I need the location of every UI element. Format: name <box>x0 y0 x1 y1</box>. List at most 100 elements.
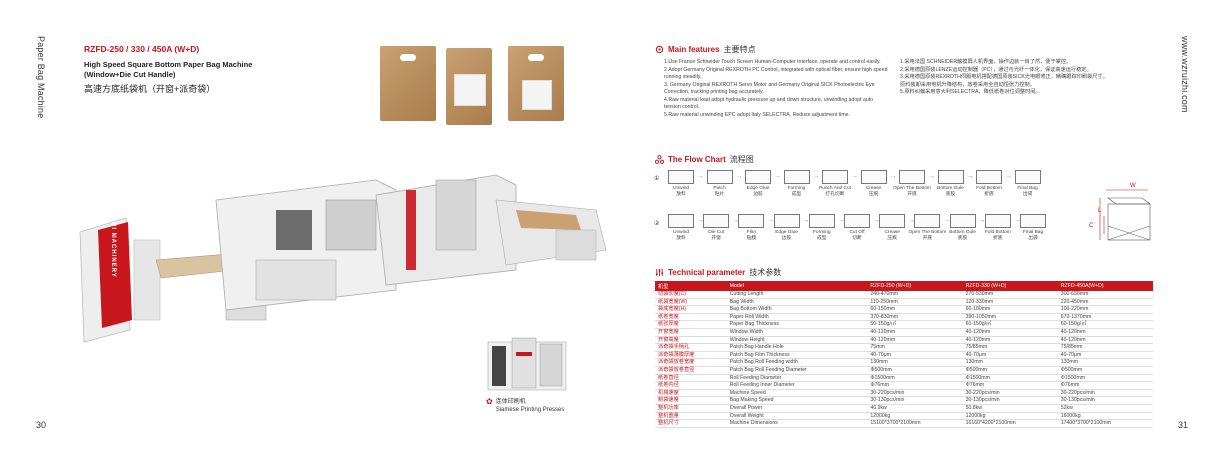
table-cell: 40-70μm <box>1057 351 1153 360</box>
flow-step-label-cn: 成型 <box>816 236 827 241</box>
vertical-section-label: Paper Bag Machine <box>36 36 46 119</box>
flow-arrow-icon: → <box>802 217 810 224</box>
table-cell: 40-120mm <box>962 336 1058 345</box>
table-cell: 60-180mm <box>962 305 1058 314</box>
table-cell: Machine Dimensions <box>726 419 868 428</box>
flow-step-label-en: Unwind <box>673 230 689 235</box>
table-cell: Φ76mm <box>867 381 963 390</box>
table-cell: Patch Bag Film Thickness <box>726 351 868 360</box>
flow-step-label-cn: 边胶 <box>753 192 763 197</box>
table-cell: Bag Width <box>726 298 868 307</box>
table-cell: 50-150g/㎡ <box>867 320 963 329</box>
flow-step-label-cn: 出袋 <box>1028 236 1038 241</box>
table-cell: 开窗宽度 <box>655 328 727 337</box>
flow-step-label-cn: 成型 <box>791 192 802 197</box>
process-step-icon <box>703 214 730 228</box>
table-cell: Roll Feeding Inner Diameter <box>726 381 868 390</box>
dim-label-l: L <box>1098 208 1102 214</box>
table-cell: 整机尺寸 <box>655 419 727 428</box>
flow-step-label-en: Edge Glue <box>746 186 770 191</box>
flow-step-label-en: Patch <box>713 186 726 191</box>
feature-cn-2: 2.采用德国原装LENZE运动控制器（PC），通过与光纤一体化，保证高速运行稳定… <box>900 66 1092 73</box>
table-cell: 40-70μm <box>867 351 963 360</box>
flow-step-label-en: Film <box>746 230 756 235</box>
feature-en-2: 2.Adopt Germany Original REXROTH PC Cont… <box>664 66 888 81</box>
page-number-right: 31 <box>1178 420 1189 430</box>
flow-step-label-cn: 切断 <box>852 236 862 241</box>
table-cell: Machine Speed <box>726 389 868 398</box>
process-step-icon <box>783 170 810 184</box>
table-cell: 130mm <box>962 358 1058 367</box>
flow-arrow-icon: → <box>978 217 986 224</box>
flow-arrow-icon: → <box>732 217 740 224</box>
bag-window <box>522 80 552 110</box>
machine-brand-label: RUIZHI MACHINERY <box>110 204 116 278</box>
flow-step-label-cn: 边胶 <box>781 236 792 241</box>
flow-arrow-icon: → <box>697 173 704 180</box>
table-cell: 30-220pcs/min <box>1057 389 1153 398</box>
table-cell: Overall Power <box>726 404 868 413</box>
flow-row-1-number: ① <box>654 176 660 182</box>
flow-step-label-en: Final Bag <box>1017 186 1038 191</box>
flow-arrow-icon: → <box>812 173 820 180</box>
table-cell: 纸卷直径 <box>655 374 727 383</box>
dim-label-c: C <box>1089 223 1094 229</box>
flow-step-label-cn: 贴膜 <box>746 236 757 241</box>
flow-arrow-icon: → <box>966 173 974 180</box>
table-cell: 300-630mm <box>1057 291 1153 299</box>
table-cell: Cutting Length <box>726 291 868 299</box>
flow-step-label-cn: 折底 <box>984 192 994 197</box>
kraft-bag-window <box>446 48 492 125</box>
flow-step-label-cn: 放料 <box>676 192 686 197</box>
flow-chart-title-cn: 流程图 <box>729 155 754 164</box>
process-step-icon <box>844 214 870 228</box>
table-cell: Window Width <box>726 328 868 337</box>
process-step-icon <box>706 170 733 184</box>
flow-step-label-en: Crease <box>884 230 900 235</box>
flow-arrow-icon: → <box>873 217 880 224</box>
tech-param-heading: Technical parameter 技术参数 <box>655 267 781 278</box>
settings-icon <box>655 45 664 54</box>
table-cell: Φ76mm <box>962 381 1058 390</box>
kraft-bag-handle-window <box>508 46 564 121</box>
table-cell: Paper Bag Thickness <box>726 320 868 329</box>
flow-step-label-en: Crease <box>865 186 882 191</box>
handle-hole <box>528 54 544 61</box>
flow-arrow-icon: → <box>697 217 704 224</box>
flow-arrow-icon: → <box>943 217 951 224</box>
table-cell: 60-150g/㎡ <box>962 320 1058 329</box>
tech-param-title: Technical parameter <box>668 268 746 277</box>
press-caption-en: Siamese Printing Presses <box>495 407 565 413</box>
process-step-icon <box>668 170 694 184</box>
table-cell: 40.9kw <box>867 404 963 413</box>
main-features-title: Main features <box>668 45 720 54</box>
press-caption-cn: 连体印刷机 <box>495 399 526 405</box>
table-cell: 52kw <box>1057 404 1153 413</box>
flow-step-label-en: Forming <box>787 186 806 191</box>
table-cell: Overall Weight <box>726 412 868 421</box>
table-cell: Φ1500mm <box>962 374 1058 383</box>
handle-hole <box>400 54 416 61</box>
table-cell: 开窗高度 <box>655 336 727 345</box>
table-cell: Patch Bag Roll Feeding Diameter <box>726 366 868 375</box>
feature-cn-5: 5.原料纠偏采用意大利SELECTRA，降低纸卷对位调整时间。 <box>900 89 1041 95</box>
feature-en-3: 3. Germany Original REXROTH Servo Motor … <box>664 81 875 96</box>
table-cell: Patch Bag Roll Feeding width <box>726 358 868 367</box>
flow-step-label-cn: 压痕 <box>887 236 897 241</box>
flow-step-label-en: Open The Bottom <box>908 230 947 235</box>
gear-icon: ✿ <box>486 397 493 406</box>
feature-en-1: 1.Use France Schneider Touch Screen Huma… <box>664 59 881 65</box>
table-header-cell: Model <box>726 281 868 291</box>
